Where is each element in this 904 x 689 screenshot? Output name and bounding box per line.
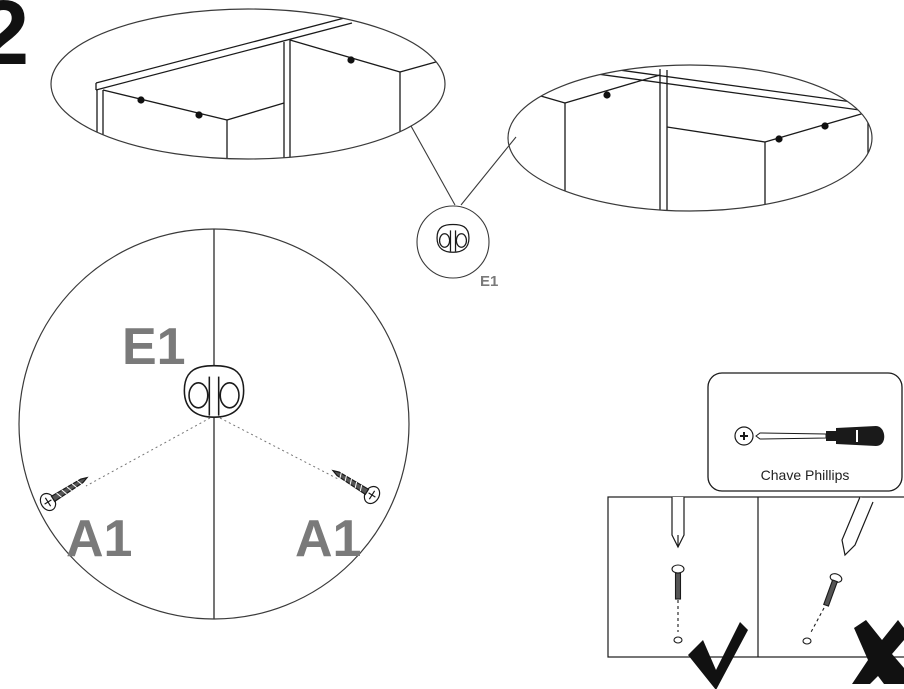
technique-panel: [607, 496, 904, 689]
bracket-e1-icon: [436, 223, 470, 253]
bracket-callout: E1: [416, 205, 498, 290]
screw-a1-icon: [671, 564, 685, 644]
phillips-screwdriver-icon: [734, 426, 885, 446]
large-detail-circle: E1 A1 A1: [18, 228, 410, 620]
check-mark-icon: [688, 622, 748, 689]
screw-a1-icon: [39, 476, 89, 512]
bracket-e1-icon: [183, 364, 245, 418]
screw-right-label: A1: [295, 510, 361, 568]
screw-a1-icon: [331, 469, 381, 505]
bracket-large-label: E1: [122, 318, 186, 376]
bracket-small-label: E1: [480, 273, 498, 290]
bracket-position-dots: [137, 56, 355, 119]
screw-left-label: A1: [66, 510, 132, 568]
tool-box: Chave Phillips: [707, 372, 903, 492]
tool-name: Chave Phillips: [761, 467, 850, 483]
screw-a1-icon: [802, 573, 843, 645]
leader-lines: [410, 125, 517, 206]
detail-oval-right: [507, 64, 873, 212]
cross-mark-icon: [852, 620, 904, 684]
step-number: 2: [0, 0, 29, 84]
detail-oval-left: [50, 8, 446, 160]
